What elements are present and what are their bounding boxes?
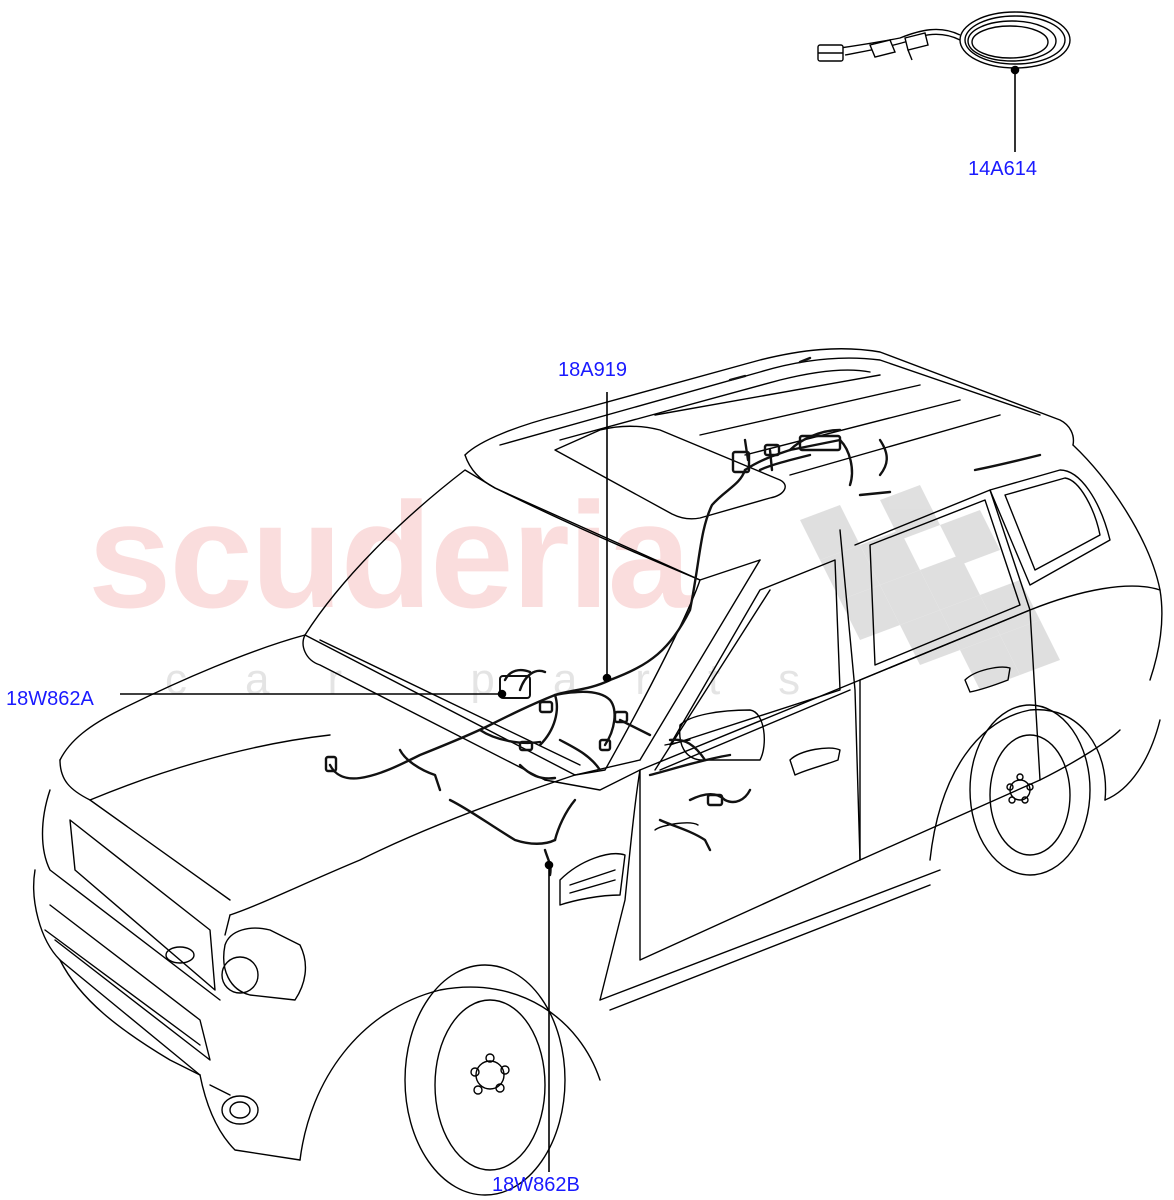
callout-18a919[interactable]: 18A919 <box>558 359 627 381</box>
watermark-subtitle: car parts <box>165 655 859 704</box>
callout-18w862b[interactable]: 18W862B <box>492 1174 580 1196</box>
watermark-brand: scuderia <box>88 471 691 639</box>
leader-lines <box>120 65 1020 1172</box>
wiring-harness <box>324 356 1042 877</box>
callout-14a614[interactable]: 14A614 <box>968 158 1037 180</box>
cable-coil-14a614 <box>817 11 1071 69</box>
callout-18w862a[interactable]: 18W862A <box>6 688 94 710</box>
vehicle-outline <box>33 348 1163 1196</box>
